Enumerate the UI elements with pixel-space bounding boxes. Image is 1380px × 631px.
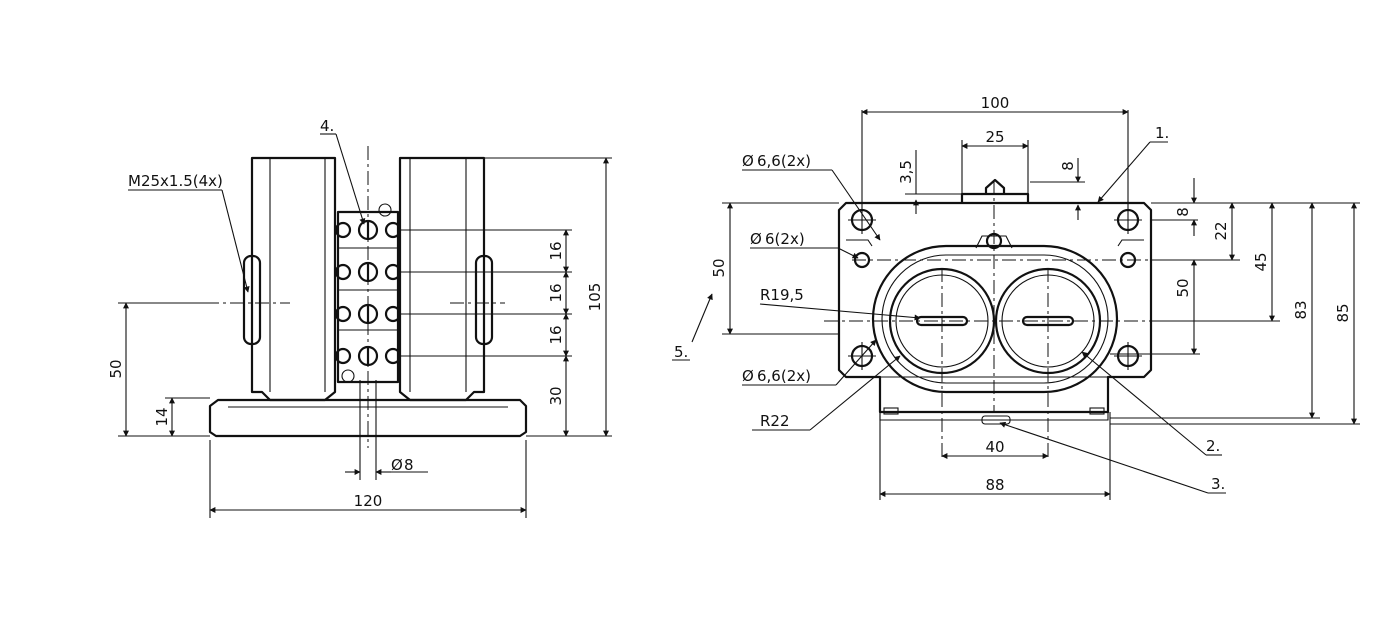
radius-22: R22 [760, 412, 790, 430]
dim-30: 30 [547, 386, 565, 405]
dim-16-c: 16 [547, 325, 565, 344]
dim-8-right: 8 [1174, 207, 1192, 217]
dim-83: 83 [1292, 300, 1310, 319]
dim-22: 22 [1212, 221, 1230, 240]
terminal-screws [334, 219, 402, 367]
diameter-symbol: Ø [742, 367, 754, 385]
dim-16-a: 16 [547, 241, 565, 260]
thread-callout: M25x1.5(4x) [128, 172, 223, 190]
dim-100: 100 [981, 94, 1010, 112]
dim-50-right: 50 [1174, 278, 1192, 297]
item-2-label: 2. [1206, 437, 1220, 455]
top-view: 100 25 3,5 8 1. Ø 6,6(2x) Ø 6(2x) 50 R19… [674, 94, 1360, 500]
dim-40: 40 [985, 438, 1004, 456]
dim-105: 105 [586, 283, 604, 312]
item-1-label: 1. [1155, 124, 1169, 142]
diameter-symbol: Ø [750, 230, 762, 248]
dim-45: 45 [1252, 252, 1270, 271]
mounting-holes [848, 206, 1142, 370]
hole-6-6-top: 6,6(2x) [757, 152, 811, 170]
dim-50-height: 50 [107, 359, 125, 378]
dim-14: 14 [153, 407, 171, 426]
diameter-symbol: Ø [391, 456, 403, 474]
item-5-label: 5. [674, 343, 688, 361]
hole-6: 6(2x) [765, 230, 805, 248]
dim-8-top: 8 [1059, 161, 1077, 171]
diameter-symbol: Ø [742, 152, 754, 170]
hole-6-6-bottom: 6,6(2x) [757, 367, 811, 385]
dim-25: 25 [985, 128, 1004, 146]
dim-88: 88 [985, 476, 1004, 494]
dim-85: 85 [1334, 303, 1352, 322]
dim-120: 120 [354, 492, 383, 510]
dim-3-5: 3,5 [897, 160, 915, 184]
dim-dia8: 8 [404, 456, 414, 474]
radius-19-5: R19,5 [760, 286, 804, 304]
item-3-label: 3. [1211, 475, 1225, 493]
item-4-label: 4. [320, 117, 334, 135]
front-view: M25x1.5(4x) 4. 16 16 16 30 105 50 14 Ø 8… [107, 117, 612, 518]
dim-16-b: 16 [547, 283, 565, 302]
dim-50-left: 50 [710, 258, 728, 277]
